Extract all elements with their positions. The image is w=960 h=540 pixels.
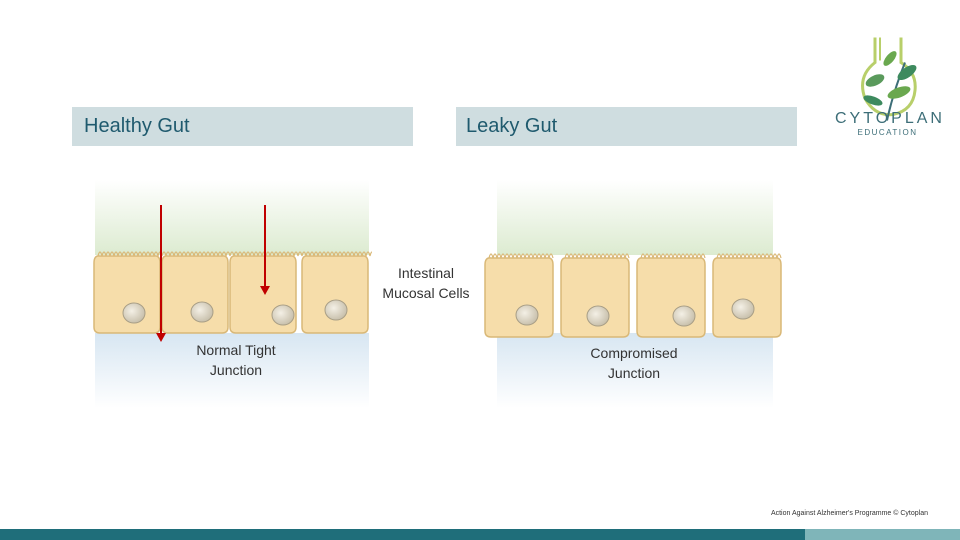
arrow-right-head	[260, 286, 270, 295]
footer-bar-accent	[805, 529, 960, 540]
nuclei	[515, 298, 755, 327]
normal-junction-label: Normal Tight Junction	[196, 342, 276, 378]
healthy-gut-diagram	[93, 180, 372, 408]
cell	[161, 255, 229, 334]
footer-bar	[0, 529, 960, 540]
cell	[560, 257, 630, 338]
blood-zone	[497, 333, 773, 408]
leaky-gut-title: Leaky Gut	[466, 115, 558, 137]
nucleus	[586, 305, 610, 327]
nucleus	[190, 301, 214, 323]
footer-text: Action Against Alzheimer's Programme © C…	[770, 510, 928, 517]
nucleus	[672, 305, 696, 327]
lumen-zone	[95, 180, 369, 255]
cytoplan-brand-text: CYTOPLAN	[835, 110, 945, 127]
nucleus	[515, 304, 539, 326]
microvilli	[97, 251, 372, 257]
cytoplan-sub-text: EDUCATION	[857, 128, 918, 137]
intestinal-cells-label: Intestinal Mucosal Cells	[382, 265, 470, 301]
nucleus	[122, 302, 146, 324]
arrow-left-head	[156, 333, 166, 342]
healthy-gut-title: Healthy Gut	[84, 115, 190, 137]
cytoplan-logo-icon	[861, 37, 917, 121]
leaky-gut-title-bar: Leaky Gut	[456, 107, 797, 146]
lumen-zone	[497, 180, 773, 255]
nucleus	[324, 299, 348, 321]
transport-arrows	[156, 205, 270, 342]
nuclei	[122, 299, 348, 326]
healthy-gut-title-bar: Healthy Gut	[72, 107, 413, 146]
blood-zone	[95, 333, 369, 408]
nucleus	[271, 304, 295, 326]
cell	[93, 255, 161, 334]
cell	[636, 257, 706, 338]
microvilli	[488, 253, 782, 259]
cell	[484, 257, 554, 338]
leaky-gut-diagram	[484, 180, 782, 408]
cell	[301, 255, 369, 334]
cell	[712, 257, 782, 338]
nucleus	[731, 298, 755, 320]
compromised-junction-label: Compromised Junction	[590, 345, 678, 381]
